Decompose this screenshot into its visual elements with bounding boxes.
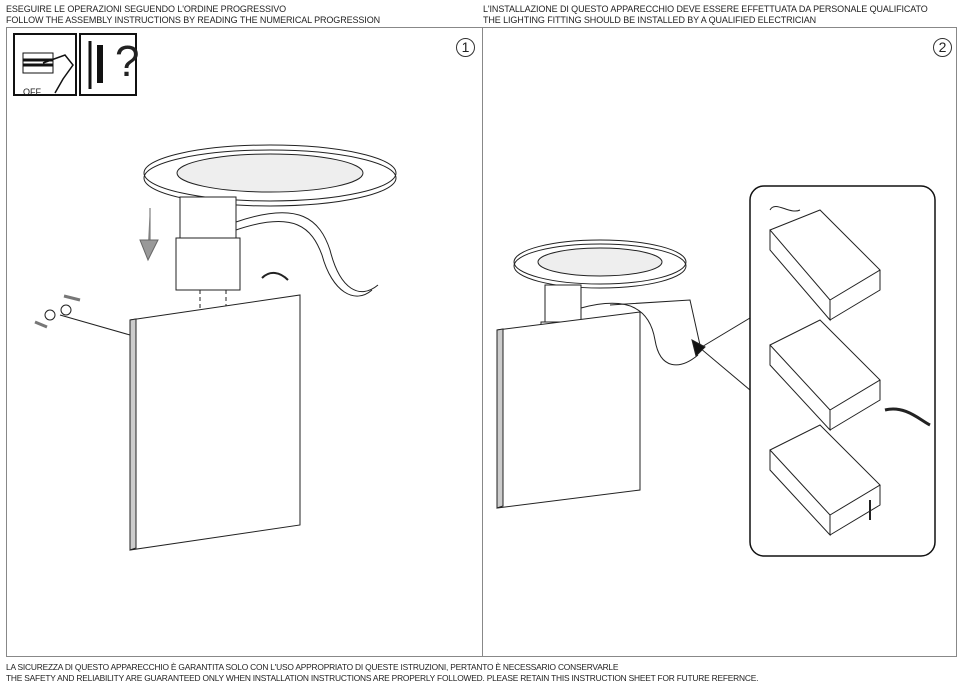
off-label: OFF	[23, 87, 41, 97]
step2-drawing	[496, 185, 936, 557]
tools-question-icon: ?	[79, 33, 140, 96]
question-mark: ?	[115, 37, 140, 86]
footer-english: THE SAFETY AND RELIABILITY ARE GUARANTEE…	[6, 673, 759, 683]
step1-drawing	[34, 144, 397, 551]
header-english-right: THE LIGHTING FITTING SHOULD BE INSTALLED…	[483, 15, 817, 25]
header-italian-right: L'INSTALLAZIONE DI QUESTO APPARECCHIO DE…	[483, 4, 928, 14]
power-off-icon: OFF	[13, 33, 77, 97]
header-italian-left: ESEGUIRE LE OPERAZIONI SEGUENDO L'ORDINE…	[6, 4, 287, 14]
header-english-left: FOLLOW THE ASSEMBLY INSTRUCTIONS BY READ…	[6, 15, 381, 25]
step-number-1: 1	[456, 38, 475, 57]
step-number-2: 2	[933, 38, 952, 57]
instruction-frame	[6, 27, 957, 657]
panel-divider	[482, 27, 483, 657]
footer-italian: LA SICUREZZA DI QUESTO APPARECCHIO È GAR…	[6, 662, 619, 672]
